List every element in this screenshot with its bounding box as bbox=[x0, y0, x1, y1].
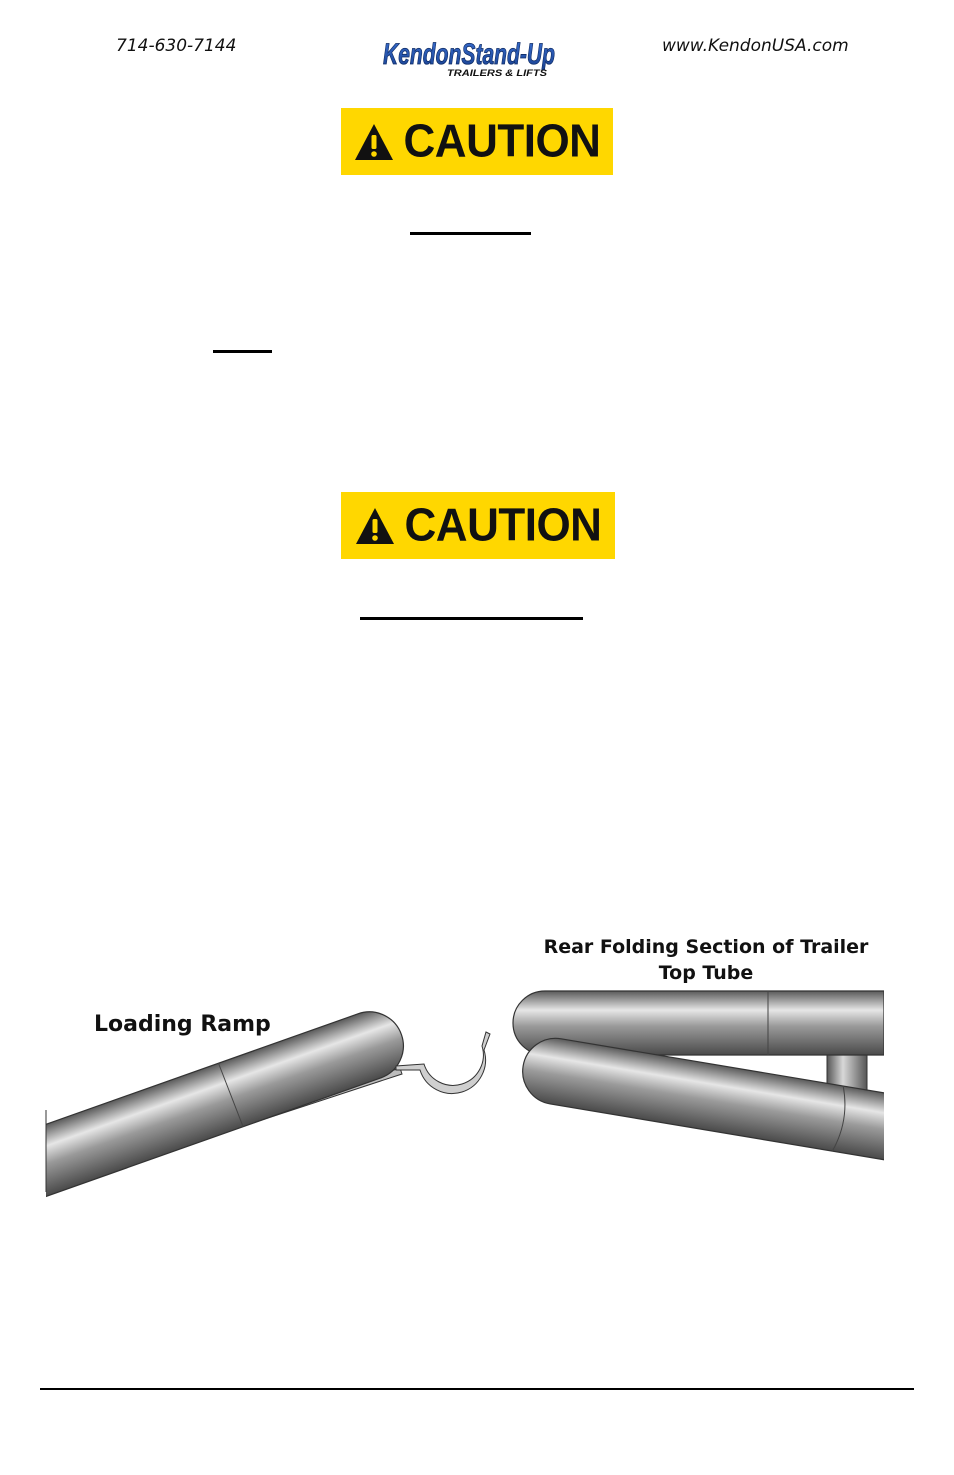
loading-ramp-label: Loading Ramp bbox=[94, 1012, 271, 1037]
caution-label: CAUTION bbox=[403, 115, 601, 167]
website-url: www.KendonUSA.com bbox=[662, 36, 849, 56]
rear-section-label-line1: Rear Folding Section of Trailer bbox=[543, 936, 869, 958]
footer-divider bbox=[40, 1388, 914, 1390]
heading-underline bbox=[360, 617, 583, 620]
rear-section-label: Rear Folding Section of Trailer Top Tube bbox=[520, 934, 892, 986]
tube-illustration bbox=[0, 980, 954, 1212]
warning-icon bbox=[354, 123, 393, 160]
caution-banner: CAUTION bbox=[341, 108, 613, 175]
rear-section-shape bbox=[512, 980, 954, 1210]
ramp-diagram: Loading Ramp Rear Folding Section of Tra… bbox=[0, 900, 954, 1212]
heading-underline bbox=[410, 232, 531, 235]
svg-text:TRAILERS & LIFTS: TRAILERS & LIFTS bbox=[447, 68, 548, 79]
kendon-logo: KendonStand-Up TRAILERS & LIFTS bbox=[383, 38, 556, 79]
warning-icon bbox=[355, 507, 394, 544]
caution-banner: CAUTION bbox=[341, 492, 615, 559]
svg-text:KendonStand-Up: KendonStand-Up bbox=[383, 38, 555, 71]
caution-label: CAUTION bbox=[404, 499, 602, 551]
rear-section-label-line2: Top Tube bbox=[658, 962, 754, 984]
note-underline bbox=[213, 350, 272, 353]
phone-number: 714-630-7144 bbox=[116, 36, 237, 56]
loading-ramp-shape bbox=[0, 1011, 491, 1212]
